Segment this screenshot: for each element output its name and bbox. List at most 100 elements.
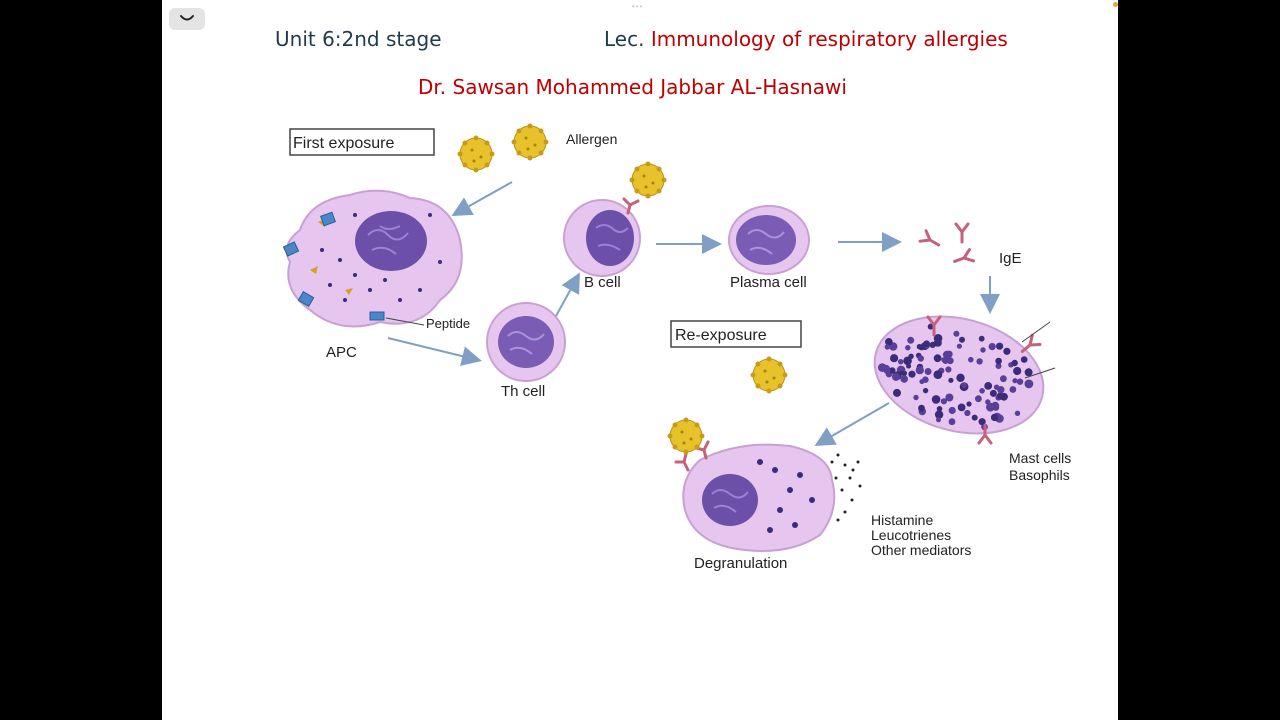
apc-nucleus bbox=[355, 211, 427, 271]
granule bbox=[936, 406, 943, 412]
granule bbox=[968, 356, 974, 363]
granule bbox=[976, 358, 983, 365]
granule bbox=[893, 388, 901, 397]
basophils-label: Basophils bbox=[1009, 467, 1070, 483]
granule bbox=[978, 418, 986, 426]
granule bbox=[975, 395, 982, 403]
granule bbox=[1014, 410, 1021, 416]
granule bbox=[1016, 378, 1024, 385]
degranulation-nucleus bbox=[702, 474, 758, 526]
granule bbox=[916, 344, 923, 350]
granule bbox=[1012, 378, 1018, 384]
granule bbox=[956, 373, 965, 382]
apc-label: APC bbox=[326, 344, 357, 361]
granule bbox=[900, 375, 908, 383]
lecture-prefix: Lec. bbox=[604, 27, 645, 51]
granule bbox=[948, 418, 956, 426]
lecture-name: Immunology of respiratory allergies bbox=[650, 27, 1008, 51]
granule bbox=[908, 370, 916, 378]
granule bbox=[985, 399, 991, 405]
other-mediators-label: Other mediators bbox=[871, 542, 971, 558]
granule bbox=[905, 345, 911, 351]
plasma-nucleus bbox=[736, 215, 796, 265]
granule bbox=[945, 393, 954, 402]
re-exposure-box bbox=[670, 320, 802, 348]
peptide-label: Peptide bbox=[426, 316, 470, 331]
allergen-label: Allergen bbox=[566, 131, 617, 147]
degranulation-label: Degranulation bbox=[694, 555, 787, 572]
granule bbox=[936, 417, 941, 423]
granule bbox=[933, 370, 943, 379]
drag-handle-icon[interactable]: ••• bbox=[632, 2, 644, 11]
peptide-pointer bbox=[385, 317, 425, 326]
granule bbox=[913, 394, 919, 401]
granule bbox=[929, 341, 936, 348]
granule bbox=[903, 356, 912, 366]
ige-label: IgE bbox=[999, 250, 1022, 267]
lecture-title: Lec. Immunology of respiratory allergies bbox=[604, 27, 1008, 51]
mast-cells-label: Mast cells bbox=[1009, 450, 1071, 466]
granule bbox=[989, 389, 997, 397]
granule bbox=[1013, 366, 1022, 376]
collapse-button[interactable] bbox=[169, 8, 205, 30]
granule bbox=[995, 363, 1002, 369]
granule bbox=[907, 336, 915, 344]
granule bbox=[1024, 368, 1033, 377]
granule bbox=[995, 357, 1002, 365]
chevron-down-icon bbox=[180, 15, 194, 21]
allergen-icon bbox=[511, 123, 549, 161]
granule bbox=[1003, 347, 1011, 355]
granule bbox=[1020, 356, 1028, 363]
granule bbox=[885, 338, 893, 346]
granule bbox=[945, 366, 952, 373]
granule bbox=[946, 357, 954, 365]
granule bbox=[959, 336, 965, 343]
granule bbox=[942, 350, 951, 359]
granule bbox=[919, 379, 925, 385]
arrow bbox=[451, 181, 513, 216]
granule bbox=[933, 354, 942, 363]
granule bbox=[1024, 379, 1034, 389]
arrow bbox=[555, 272, 580, 317]
granule bbox=[892, 372, 900, 381]
arrow bbox=[387, 337, 482, 366]
granule bbox=[993, 384, 1000, 390]
granule bbox=[996, 392, 1004, 399]
granule bbox=[915, 366, 924, 375]
ige-antibody-icon bbox=[918, 222, 976, 269]
granule bbox=[980, 347, 986, 353]
granule bbox=[917, 355, 924, 362]
granule bbox=[940, 398, 948, 405]
granule bbox=[948, 406, 956, 415]
granule bbox=[934, 410, 944, 419]
granule bbox=[988, 343, 996, 351]
granule bbox=[979, 388, 985, 394]
granule bbox=[957, 403, 966, 412]
granule bbox=[956, 343, 963, 349]
granule bbox=[1000, 375, 1007, 383]
granule bbox=[984, 382, 993, 390]
granule bbox=[996, 342, 1004, 350]
granule bbox=[918, 404, 925, 412]
unit-label: Unit 6:2nd stage bbox=[275, 27, 442, 51]
allergen-icon bbox=[629, 161, 667, 199]
status-dot bbox=[1113, 2, 1118, 7]
granule bbox=[941, 357, 947, 363]
granule bbox=[990, 413, 999, 422]
histamine-label: Histamine bbox=[871, 512, 933, 528]
granule bbox=[961, 382, 967, 388]
granule bbox=[964, 409, 971, 417]
granule bbox=[884, 344, 890, 350]
granule bbox=[898, 359, 904, 365]
re-exposure-label: Re-exposure bbox=[675, 327, 767, 344]
arrow bbox=[814, 402, 890, 447]
granule bbox=[889, 367, 896, 374]
granule bbox=[978, 335, 985, 342]
granule bbox=[991, 401, 1000, 410]
granule bbox=[923, 340, 930, 348]
granule bbox=[966, 401, 972, 407]
mast-granules bbox=[878, 323, 1034, 431]
author-name: Dr. Sawsan Mohammed Jabbar AL-Hasnawi bbox=[418, 75, 847, 99]
first-exposure-box bbox=[289, 128, 435, 156]
